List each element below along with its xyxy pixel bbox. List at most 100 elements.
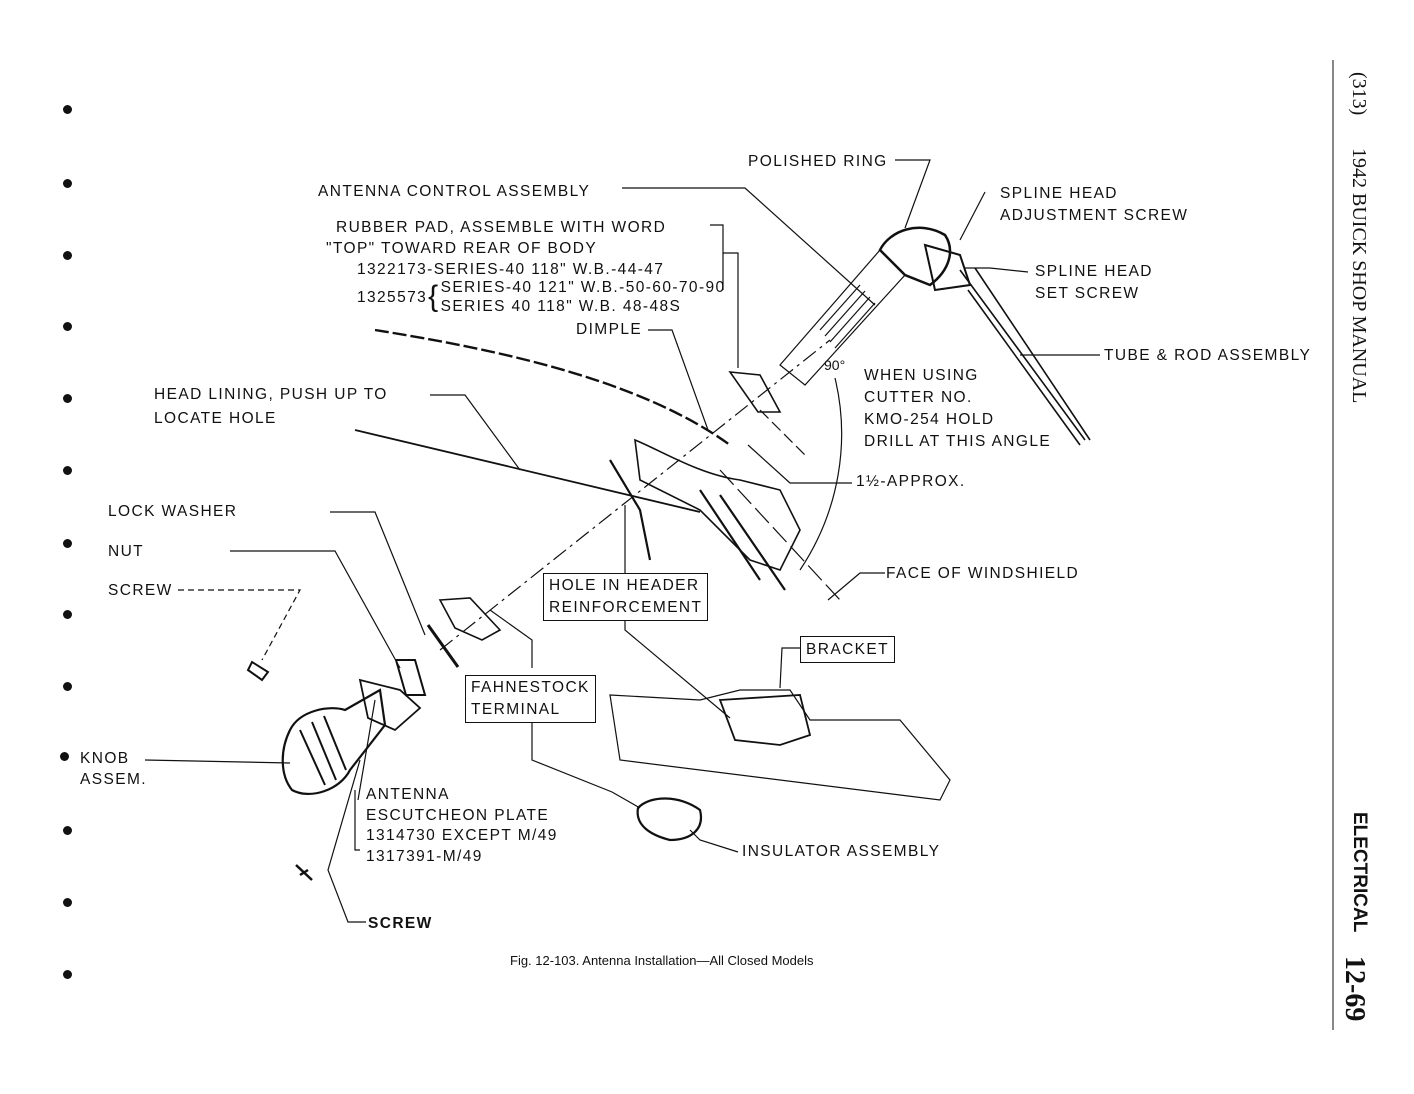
binder-hole: [63, 251, 72, 260]
label-rubber-pad-part-b-2: SERIES 40 118" W.B. 48-48S: [440, 298, 682, 315]
label-angle: 90°: [824, 357, 846, 373]
label-spline-head-set-2: SET SCREW: [1035, 285, 1140, 302]
knob-shape: [281, 688, 387, 795]
binder-hole: [63, 970, 72, 979]
leader-screw-top: [178, 589, 302, 661]
label-fahnestock-terminal: FAHNESTOCK TERMINAL: [465, 675, 596, 723]
leader-lock-washer: [330, 511, 426, 636]
label-escutcheon-4: 1317391-M/49: [366, 848, 483, 865]
nut-shape: [394, 659, 427, 696]
manual-title: 1942 BUICK SHOP MANUAL: [1348, 148, 1370, 404]
leader-dimple: [648, 329, 709, 431]
binder-hole: [63, 466, 72, 475]
binder-hole: [63, 826, 72, 835]
label-face-of-windshield: FACE OF WINDSHIELD: [886, 565, 1080, 582]
label-rubber-pad-part-a: 1322173-SERIES-40 118" W.B.-44-47: [357, 261, 665, 278]
binder-hole: [63, 322, 72, 331]
label-escutcheon-1: ANTENNA: [366, 786, 450, 803]
binder-hole: [63, 610, 72, 619]
label-rubber-pad-part-b: 1325573 { SERIES-40 121" W.B.-50-60-70-9…: [357, 278, 726, 316]
label-spline-head-set-1: SPLINE HEAD: [1035, 263, 1153, 280]
binder-hole: [60, 752, 69, 761]
label-fahnestock-2: TERMINAL: [471, 701, 561, 718]
label-rubber-pad-2: "TOP" TOWARD REAR OF BODY: [326, 240, 598, 257]
binder-hole: [63, 179, 72, 188]
label-approx: 1½-APPROX.: [856, 473, 966, 490]
header-bracket: [718, 694, 812, 746]
label-hole-in-header-1: HOLE IN HEADER: [549, 577, 700, 594]
figure-caption: Fig. 12-103. Antenna Installation—All Cl…: [510, 953, 814, 968]
label-screw-bottom: SCREW: [368, 915, 433, 932]
label-rubber-pad-part-b-number: 1325573: [357, 288, 428, 306]
windshield-face: [719, 469, 841, 601]
rubber-pad-shape: [728, 371, 782, 413]
knob-ridges: [299, 715, 347, 786]
mount-bracket: [634, 438, 801, 571]
binder-hole: [63, 682, 72, 691]
leader-head-lining: [430, 394, 521, 471]
label-bracket: BRACKET: [800, 636, 896, 663]
leader-bracket: [779, 647, 803, 689]
lock-washer-shape: [426, 624, 460, 668]
insulator-shape: [636, 797, 703, 842]
label-head-lining-1: HEAD LINING, PUSH UP TO: [154, 386, 388, 403]
label-rubber-pad-part-b-1: SERIES-40 121" W.B.-50-60-70-90: [440, 279, 726, 296]
label-rubber-pad-1: RUBBER PAD, ASSEMBLE WITH WORD: [336, 219, 667, 236]
leader-spline-set: [965, 267, 1029, 273]
leader-spline-adjust: [959, 191, 986, 241]
label-lock-washer: LOCK WASHER: [108, 503, 238, 520]
leader-nut: [230, 550, 401, 669]
header-reinforcement: [609, 689, 951, 801]
label-escutcheon-2: ESCUTCHEON PLATE: [366, 807, 550, 824]
leader-screw-bottom: [327, 759, 366, 923]
control-threads: [819, 284, 876, 349]
leader-approx: [747, 444, 852, 484]
label-knob-1: KNOB: [80, 750, 130, 767]
drill-axis: [439, 339, 831, 651]
label-tube-rod-assembly: TUBE & ROD ASSEMBLY: [1104, 347, 1312, 364]
leader-fahnestock-down: [531, 720, 641, 809]
curly-brace-icon: {: [428, 280, 440, 313]
label-hole-in-header-2: REINFORCEMENT: [549, 599, 703, 616]
leader-face-windshield: [827, 572, 885, 601]
label-dimple: DIMPLE: [576, 321, 643, 338]
section-title: ELECTRICAL: [1349, 812, 1370, 933]
binder-hole: [63, 539, 72, 548]
label-fahnestock-1: FAHNESTOCK: [471, 679, 590, 696]
binder-hole: [63, 105, 72, 114]
label-polished-ring: POLISHED RING: [748, 153, 888, 170]
label-spline-head-adjustment-2: ADJUSTMENT SCREW: [1000, 207, 1189, 224]
approx-dimension: [759, 409, 806, 456]
escutcheon-shape: [358, 678, 422, 732]
binder-hole: [63, 394, 72, 403]
label-nut: NUT: [108, 543, 145, 560]
label-antenna-control-assembly: ANTENNA CONTROL ASSEMBLY: [318, 183, 591, 200]
label-insulator-assembly: INSULATOR ASSEMBLY: [742, 843, 941, 860]
spline-head: [923, 243, 972, 292]
leader-polished-ring: [895, 159, 931, 229]
windshield-arc: [799, 377, 843, 571]
label-screw-top: SCREW: [108, 582, 173, 599]
bottom-screw-shape: [295, 864, 313, 881]
tube-rod-shape: [959, 267, 1091, 446]
leader-fahnestock: [489, 609, 533, 668]
label-cutter-3: KMO-254 HOLD: [864, 411, 995, 428]
label-escutcheon-3: 1314730 EXCEPT M/49: [366, 827, 558, 844]
label-cutter-2: CUTTER NO.: [864, 389, 973, 406]
headlining-curve: [374, 328, 731, 446]
leader-antenna-control: [622, 187, 876, 306]
page-number: 12-69: [1339, 956, 1370, 1022]
label-cutter-1: WHEN USING: [864, 367, 979, 384]
label-spline-head-adjustment-1: SPLINE HEAD: [1000, 185, 1118, 202]
leader-hole-header: [624, 505, 731, 719]
label-head-lining-2: LOCATE HOLE: [154, 410, 277, 427]
mount-wires: [609, 459, 786, 591]
label-knob-2: ASSEM.: [80, 771, 147, 788]
leader-insulator: [689, 829, 739, 853]
page-reference: (313): [1348, 72, 1370, 116]
small-screw-shape: [246, 660, 270, 682]
polished-ring-shape: [878, 226, 952, 287]
roof-line: [354, 429, 701, 513]
